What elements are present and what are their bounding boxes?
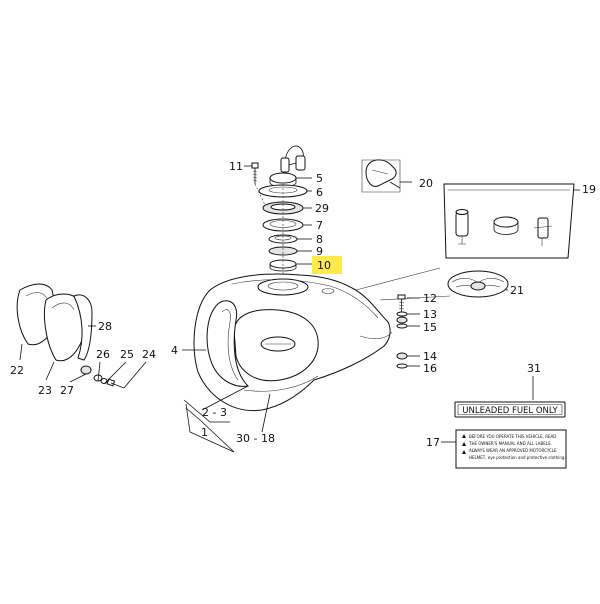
callout-2-3: 2 - 3 bbox=[202, 406, 227, 419]
label-17-line-4: HELMET, eye protection and protective cl… bbox=[469, 455, 566, 460]
callout-15: 15 bbox=[423, 321, 437, 334]
fuel-cap-assembly bbox=[251, 145, 308, 286]
callout-25: 25 bbox=[120, 348, 134, 361]
callout-10: 10 bbox=[317, 259, 331, 272]
callout-31: 31 bbox=[527, 362, 541, 375]
side-cover-hardware bbox=[69, 361, 147, 389]
callout-7: 7 bbox=[316, 219, 323, 232]
label-17-line-3: ALWAYS WEAR AN APPROVED MOTORCYCLE bbox=[469, 448, 557, 453]
label-17-line-1: BEFORE YOU OPERATE THIS VEHICLE, READ bbox=[469, 434, 556, 439]
callout-8: 8 bbox=[316, 233, 323, 246]
kit-bag bbox=[443, 183, 580, 259]
callout-24: 24 bbox=[142, 348, 156, 361]
callout-16: 16 bbox=[423, 362, 437, 375]
mount-hardware bbox=[396, 294, 420, 369]
callout-11: 11 bbox=[229, 160, 243, 173]
callout-17: 17 bbox=[426, 436, 440, 449]
side-covers bbox=[16, 283, 96, 381]
callout-21: 21 bbox=[510, 284, 524, 297]
callout-13: 13 bbox=[423, 308, 437, 321]
decal-31-text: UNLEADED FUEL ONLY bbox=[462, 406, 558, 416]
callout-23: 23 bbox=[38, 384, 52, 397]
callout-numbers: 11 5 6 29 7 8 9 10 20 19 21 12 13 15 14 … bbox=[10, 160, 596, 449]
callout-20: 20 bbox=[419, 177, 433, 190]
warning-label-17: BEFORE YOU OPERATE THIS VEHICLE, READ TH… bbox=[441, 429, 567, 469]
callout-4: 4 bbox=[171, 344, 178, 357]
warning-triangles bbox=[462, 434, 466, 454]
key-tag bbox=[361, 159, 412, 193]
callout-14: 14 bbox=[423, 350, 437, 363]
callout-29: 29 bbox=[315, 202, 329, 215]
screw-11 bbox=[251, 162, 259, 184]
callout-22: 22 bbox=[10, 364, 24, 377]
callout-1: 1 bbox=[201, 426, 208, 439]
callout-6: 6 bbox=[316, 186, 323, 199]
callout-19: 19 bbox=[582, 183, 596, 196]
callout-26: 26 bbox=[96, 348, 110, 361]
decal-31: UNLEADED FUEL ONLY bbox=[454, 376, 566, 418]
callout-5: 5 bbox=[316, 172, 323, 185]
label-17-line-2: THE OWNER'S MANUAL AND ALL LABELS. bbox=[468, 441, 552, 446]
callout-highlight bbox=[312, 256, 342, 274]
tank-leader-lines bbox=[182, 349, 271, 453]
callout-9: 9 bbox=[316, 245, 323, 258]
callout-12: 12 bbox=[423, 292, 437, 305]
callout-30-18: 30 - 18 bbox=[236, 432, 275, 445]
fuel-tank bbox=[193, 273, 393, 412]
cap-leader-lines bbox=[244, 165, 312, 265]
callout-28: 28 bbox=[98, 320, 112, 333]
cap-key bbox=[280, 145, 306, 173]
callout-27: 27 bbox=[60, 384, 74, 397]
emblem-detail bbox=[355, 267, 509, 301]
